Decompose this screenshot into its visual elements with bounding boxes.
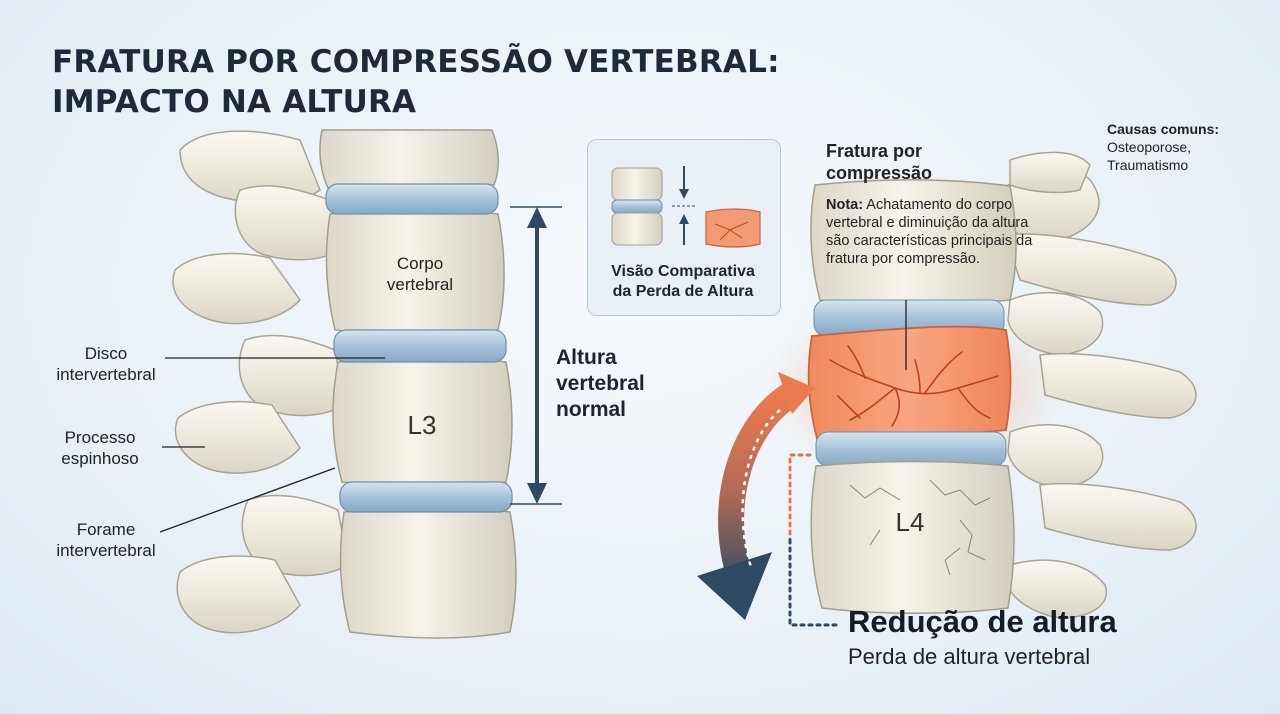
- processo-label: Processo espinhoso: [40, 427, 160, 469]
- lamina-2: [238, 334, 346, 417]
- title-line-1: FRATURA POR COMPRESSÃO VERTEBRAL:: [52, 44, 780, 80]
- vertebral-body-4: [339, 506, 517, 639]
- height-line-3: normal: [556, 398, 627, 421]
- corpo-line-2: vertebral: [386, 275, 454, 294]
- disco-line-1: Disco: [84, 344, 128, 363]
- height-line-1: Altura: [556, 346, 617, 369]
- comparison-line-2: da Perda de Altura: [612, 283, 754, 300]
- title-line-2: IMPACTO NA ALTURA: [52, 84, 417, 120]
- disc-1: [325, 183, 499, 215]
- spinous-process-1: [172, 252, 301, 325]
- processo-line-1: Processo: [64, 428, 136, 447]
- left-spine: [159, 129, 517, 639]
- note-text: Achatamento do corpo vertebral e diminui…: [826, 197, 1033, 267]
- height-loss-arrow: [697, 372, 815, 620]
- disco-line-2: intervertebral: [56, 365, 156, 384]
- fracture-title: Fratura por compressão: [826, 140, 932, 184]
- r-vertebral-body-l4: [810, 460, 1015, 614]
- processo-line-2: espinhoso: [61, 449, 139, 468]
- disc-2: [333, 329, 507, 363]
- spinous-process-2: [174, 400, 301, 474]
- lamina-1: [234, 185, 341, 261]
- comparison-caption: Visão Comparativa da Perda de Altura: [587, 262, 779, 302]
- reduction-indicator: [788, 453, 838, 627]
- corpo-vertebral-label: Corpo vertebral: [360, 253, 480, 295]
- causes-title: Causas comuns:: [1107, 121, 1220, 137]
- lamina-3: [241, 494, 349, 577]
- forame-line-2: intervertebral: [56, 541, 156, 560]
- r-process-2: [1003, 233, 1177, 306]
- causes-line-2: Traumatismo: [1107, 157, 1189, 173]
- reduction-subtitle: Perda de altura vertebral: [848, 644, 1091, 669]
- spinous-process-3: [176, 555, 301, 634]
- normal-height-arrow: [510, 206, 562, 505]
- r-process-7: [1007, 559, 1108, 619]
- forame-label: Forame intervertebral: [36, 519, 176, 561]
- causes-line-1: Osteoporose,: [1107, 139, 1192, 155]
- causes-box: Causas comuns: Osteoporose, Traumatismo: [1107, 120, 1219, 174]
- corpo-line-1: Corpo: [396, 254, 444, 273]
- disc-3: [339, 481, 513, 513]
- r-process-6: [1039, 482, 1197, 551]
- vertebral-body-top: [319, 129, 499, 189]
- r-process-1b: [1009, 151, 1091, 194]
- note-label: Nota:: [826, 197, 864, 213]
- r-process-5: [1007, 424, 1104, 489]
- fracture-note: Nota: Achatamento do corpo vertebral e d…: [826, 196, 1048, 268]
- right-spine: [765, 151, 1197, 619]
- reduction-title: Redução de altura: [848, 604, 1117, 639]
- fracture-title-line-2: compressão: [826, 163, 933, 183]
- l3-label: L3: [407, 410, 437, 440]
- r-process-4: [1039, 352, 1197, 419]
- l4-hairline-cracks: [849, 479, 991, 576]
- forame-line-1: Forame: [76, 520, 136, 539]
- r-process-3: [1007, 292, 1104, 356]
- disco-label: Disco intervertebral: [36, 343, 176, 385]
- forame-leader: [159, 467, 336, 533]
- fracture-cracks: [829, 345, 999, 427]
- normal-height-label: Altura vertebral normal: [556, 345, 645, 423]
- comparison-line-1: Visão Comparativa: [611, 263, 755, 280]
- r-vertebral-body-top: [810, 179, 1017, 306]
- fracture-title-line-1: Fratura por: [826, 141, 923, 161]
- page-title: FRATURA POR COMPRESSÃO VERTEBRAL: IMPACT…: [52, 42, 780, 122]
- l4-label: L4: [895, 507, 925, 537]
- fractured-vertebra: [807, 325, 1012, 443]
- height-line-2: vertebral: [556, 372, 645, 395]
